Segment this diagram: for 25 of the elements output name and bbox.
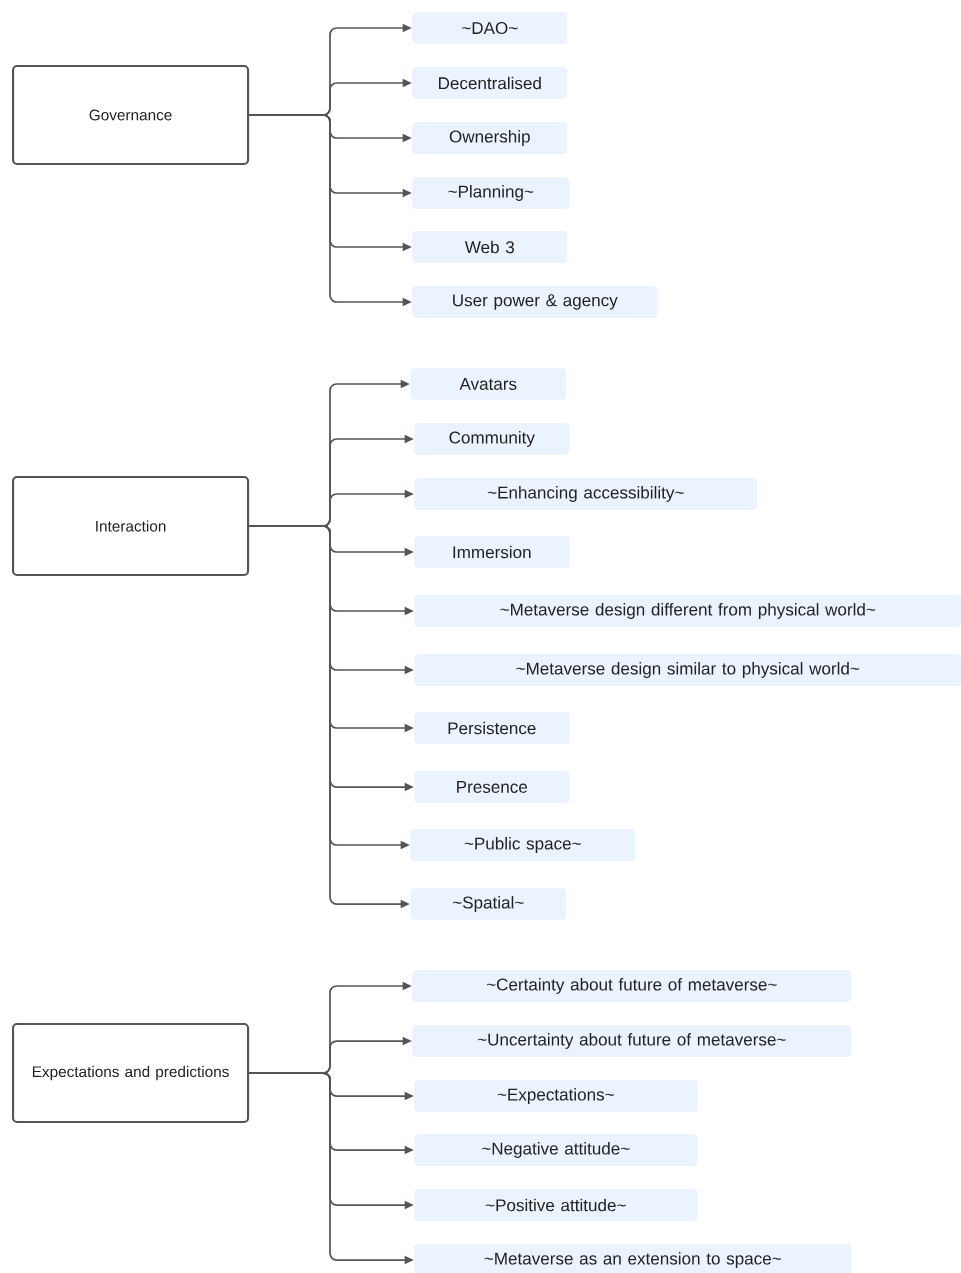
topic-tag: ~Negative attitude~ xyxy=(414,1134,698,1166)
topic-tag: ~Enhancing accessibility~ xyxy=(414,478,758,510)
topic-tag: ~Public space~ xyxy=(410,829,636,861)
topic-tag: Immersion xyxy=(414,536,570,568)
topic-tag: ~Planning~ xyxy=(412,177,570,209)
topic-tag: ~Expectations~ xyxy=(414,1080,698,1112)
topic-tag: ~Certainty about future of metaverse~ xyxy=(412,970,852,1002)
topic-tag: Community xyxy=(414,423,570,455)
topic-tag: Persistence xyxy=(414,712,570,744)
topic-tag: ~Spatial~ xyxy=(410,888,567,920)
topic-tag: Presence xyxy=(414,771,570,803)
category-box: Governance xyxy=(12,64,250,166)
topic-tag: ~DAO~ xyxy=(412,12,568,44)
topic-tag: ~Metaverse design different from physical world~ xyxy=(414,595,961,627)
topic-tag: ~Metaverse design similar to physical world~ xyxy=(414,654,961,686)
topic-tag: ~Uncertainty about future of metaverse~ xyxy=(412,1025,852,1057)
topic-tag: Avatars xyxy=(410,368,567,400)
topic-tag: User power & agency xyxy=(412,286,658,318)
topic-tag: ~Metaverse as an extension to space~ xyxy=(414,1244,852,1273)
category-box: Interaction xyxy=(12,475,250,577)
topic-tag: Decentralised xyxy=(412,67,568,99)
category-box: Expectations and predictions xyxy=(12,1022,250,1124)
topic-tag: ~Positive attitude~ xyxy=(414,1189,698,1221)
topic-tag: Web 3 xyxy=(412,231,568,263)
topic-tag: Ownership xyxy=(412,122,568,154)
